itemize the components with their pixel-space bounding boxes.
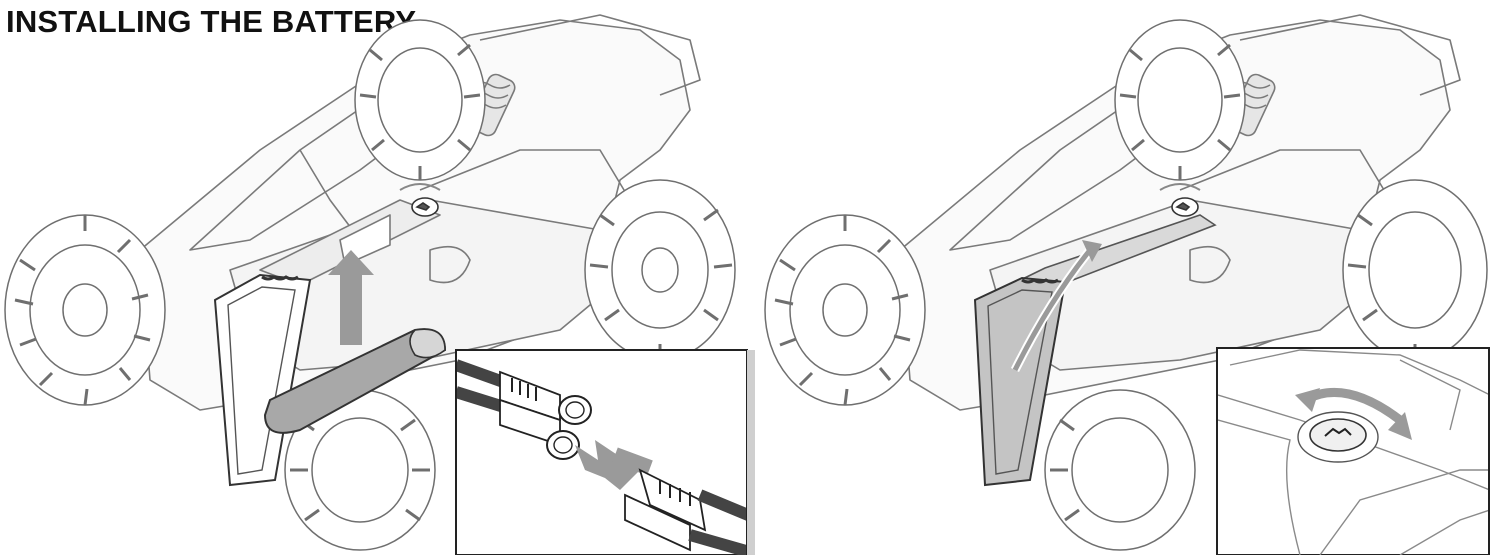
wheel-rear-left	[1114, 19, 1246, 181]
battery-insert-illustration	[4, 14, 755, 555]
spoiler	[479, 14, 701, 96]
wheel-front-right	[1044, 389, 1196, 551]
latch-rotate-inset	[1216, 347, 1490, 555]
wheel-front-left	[4, 214, 166, 406]
wheel-rear-right	[584, 179, 736, 361]
wheel-front-left	[764, 214, 926, 406]
battery-door-close-illustration	[760, 0, 1491, 555]
spoiler	[1239, 14, 1461, 96]
wheel-rear-left	[354, 19, 486, 181]
battery-pack	[263, 328, 447, 434]
close-arrow-icon	[1010, 240, 1102, 373]
connector-plug-inset	[455, 349, 755, 555]
latch-icon	[1159, 183, 1201, 217]
latch-icon	[399, 183, 441, 217]
wheel-rear-right	[1342, 179, 1488, 361]
battery-door-closing	[973, 214, 1217, 487]
insert-arrow-icon	[328, 250, 374, 345]
battery-door-open	[213, 273, 312, 487]
page-title: INSTALLING THE BATTERY	[6, 4, 417, 39]
